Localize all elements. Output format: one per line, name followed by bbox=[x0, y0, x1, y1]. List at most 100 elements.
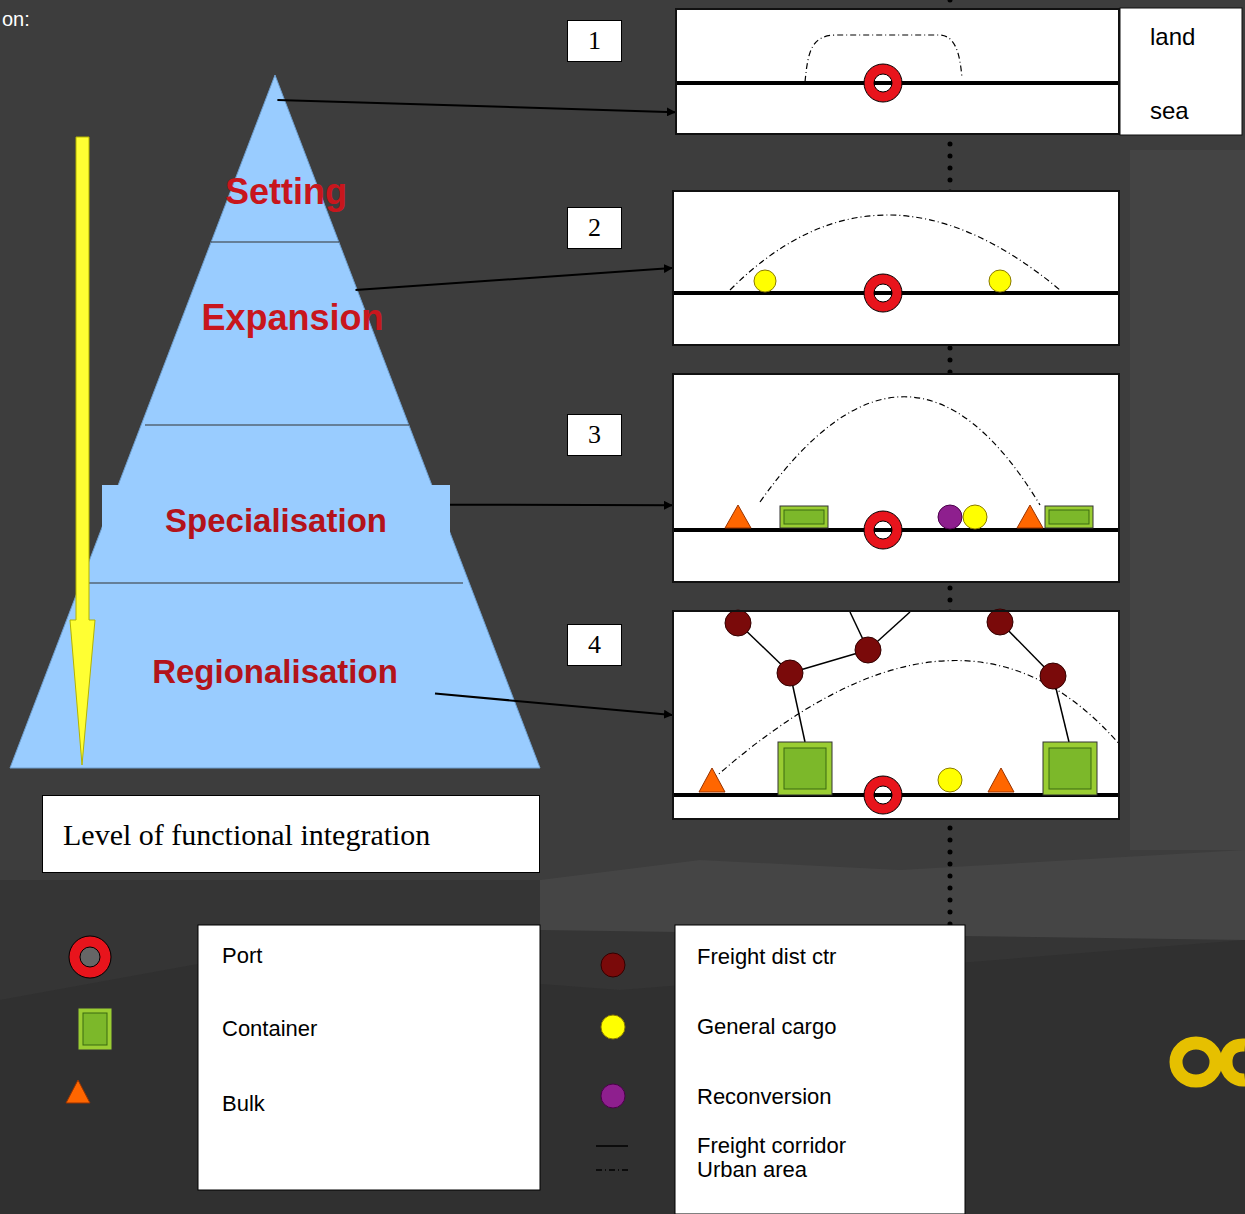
pyramid-band: Regionalisation bbox=[115, 645, 435, 699]
panel-ground bbox=[672, 190, 1120, 346]
axis-label-box: Level of functional integration bbox=[42, 795, 540, 873]
logo-mark bbox=[1176, 1043, 1245, 1081]
panel-3-art bbox=[784, 510, 824, 524]
stage-name: Regionalisation bbox=[152, 654, 398, 690]
panel-3-art bbox=[864, 511, 902, 549]
zone-label: land bbox=[1150, 24, 1195, 50]
panel-ground bbox=[675, 8, 1120, 135]
panel-3-art bbox=[1049, 510, 1089, 524]
legend-box bbox=[675, 925, 965, 1214]
legend-symbols bbox=[66, 936, 628, 1170]
pyramid-band: Specialisation bbox=[102, 485, 450, 558]
legend-symbols bbox=[596, 1145, 628, 1147]
panel-4-art bbox=[672, 609, 1120, 814]
callout-number: 4 bbox=[588, 632, 601, 658]
legend-symbols bbox=[601, 953, 625, 977]
panel-4-art bbox=[1043, 742, 1097, 795]
panel-ground bbox=[672, 610, 1120, 820]
panel-3-art bbox=[780, 506, 828, 528]
panel-3-art bbox=[725, 505, 751, 528]
callout-number: 1 bbox=[588, 28, 601, 54]
legend-text: Urban area bbox=[697, 1158, 807, 1182]
panel-1-art bbox=[675, 35, 1120, 102]
legend-symbols bbox=[596, 1169, 628, 1171]
stage-pointer bbox=[277, 100, 675, 112]
stage-name: Expansion bbox=[201, 298, 383, 338]
legend-symbols bbox=[78, 1008, 112, 1050]
zone-label: sea bbox=[1150, 98, 1189, 124]
land-sea-box bbox=[1120, 8, 1242, 135]
stage-name: Specialisation bbox=[165, 503, 387, 539]
panel-4-art bbox=[725, 610, 751, 636]
band-divider bbox=[145, 424, 409, 425]
pyramid-band: Setting bbox=[200, 100, 372, 284]
legend-symbols bbox=[66, 1080, 90, 1103]
panel-4-art bbox=[864, 776, 902, 814]
panel-2-art bbox=[672, 215, 1120, 312]
callout-box: 2 bbox=[567, 207, 622, 249]
axis-label: Level of functional integration bbox=[63, 818, 430, 851]
panel-2-art bbox=[754, 270, 776, 292]
panel-4-art bbox=[987, 609, 1013, 635]
panel-3-art bbox=[963, 505, 987, 529]
photo-shade bbox=[0, 940, 1245, 1214]
panel-1-art bbox=[864, 64, 902, 102]
panel-3-art bbox=[938, 505, 962, 529]
legend-text: General cargo bbox=[697, 1015, 836, 1039]
legend-symbols bbox=[83, 1013, 107, 1045]
band-divider bbox=[85, 582, 463, 583]
legend-text: Freight corridor bbox=[697, 1134, 846, 1158]
legend-text: Freight dist ctr bbox=[697, 945, 836, 969]
panel-3-art bbox=[1045, 506, 1093, 528]
legend-box bbox=[198, 925, 540, 1190]
stage-panel: 4 bbox=[672, 610, 1120, 820]
specialisation-tab bbox=[102, 485, 450, 558]
legend-symbols bbox=[601, 1015, 625, 1039]
callout-box: 4 bbox=[567, 624, 622, 666]
cut-heading: on: bbox=[2, 8, 30, 30]
panel-4-art bbox=[784, 748, 826, 789]
legend-text: Container bbox=[222, 1017, 317, 1041]
legend-symbols bbox=[80, 947, 100, 967]
logo-mark bbox=[1176, 1043, 1216, 1081]
panel-4-art bbox=[778, 742, 832, 795]
callout-number: 2 bbox=[588, 215, 601, 241]
legend-symbols bbox=[601, 1084, 625, 1108]
photo-shade bbox=[1130, 150, 1245, 850]
stage-panel: 2 bbox=[672, 190, 1120, 346]
panel-2-art bbox=[864, 274, 902, 312]
pyramid bbox=[10, 75, 540, 768]
panel-4-art bbox=[1049, 748, 1091, 789]
panel-3-art bbox=[1017, 505, 1043, 528]
panel-4-art bbox=[699, 768, 725, 792]
panel-3-art bbox=[760, 397, 1040, 505]
legend-text: Reconversion bbox=[697, 1085, 832, 1109]
panel-3-art bbox=[672, 397, 1120, 549]
panel-2-art bbox=[989, 270, 1011, 292]
logo-mark bbox=[1226, 1045, 1245, 1080]
band-divider bbox=[211, 241, 339, 242]
stage-pointer bbox=[450, 504, 672, 507]
pyramid-band: Expansion bbox=[180, 290, 405, 346]
legend-text: Bulk bbox=[222, 1092, 265, 1116]
stage-pointer bbox=[356, 268, 673, 290]
stage-panel: 1 bbox=[675, 8, 1120, 135]
panel-4-art bbox=[738, 612, 1069, 742]
callout-box: 1 bbox=[567, 20, 622, 62]
legend-symbols bbox=[69, 936, 111, 978]
panel-ground bbox=[672, 373, 1120, 583]
callout-box: 3 bbox=[567, 414, 622, 456]
callout-number: 3 bbox=[588, 422, 601, 448]
stage-panel: 3 bbox=[672, 373, 1120, 583]
stage-name: Setting bbox=[225, 172, 347, 212]
stage-pointer bbox=[435, 694, 672, 715]
panel-4-art bbox=[988, 768, 1014, 792]
integration-arrow bbox=[70, 137, 95, 765]
panel-4-art bbox=[855, 637, 881, 663]
panel-4-art bbox=[777, 660, 803, 686]
panel-4-art bbox=[938, 768, 962, 792]
panel-4-art bbox=[1040, 663, 1066, 689]
